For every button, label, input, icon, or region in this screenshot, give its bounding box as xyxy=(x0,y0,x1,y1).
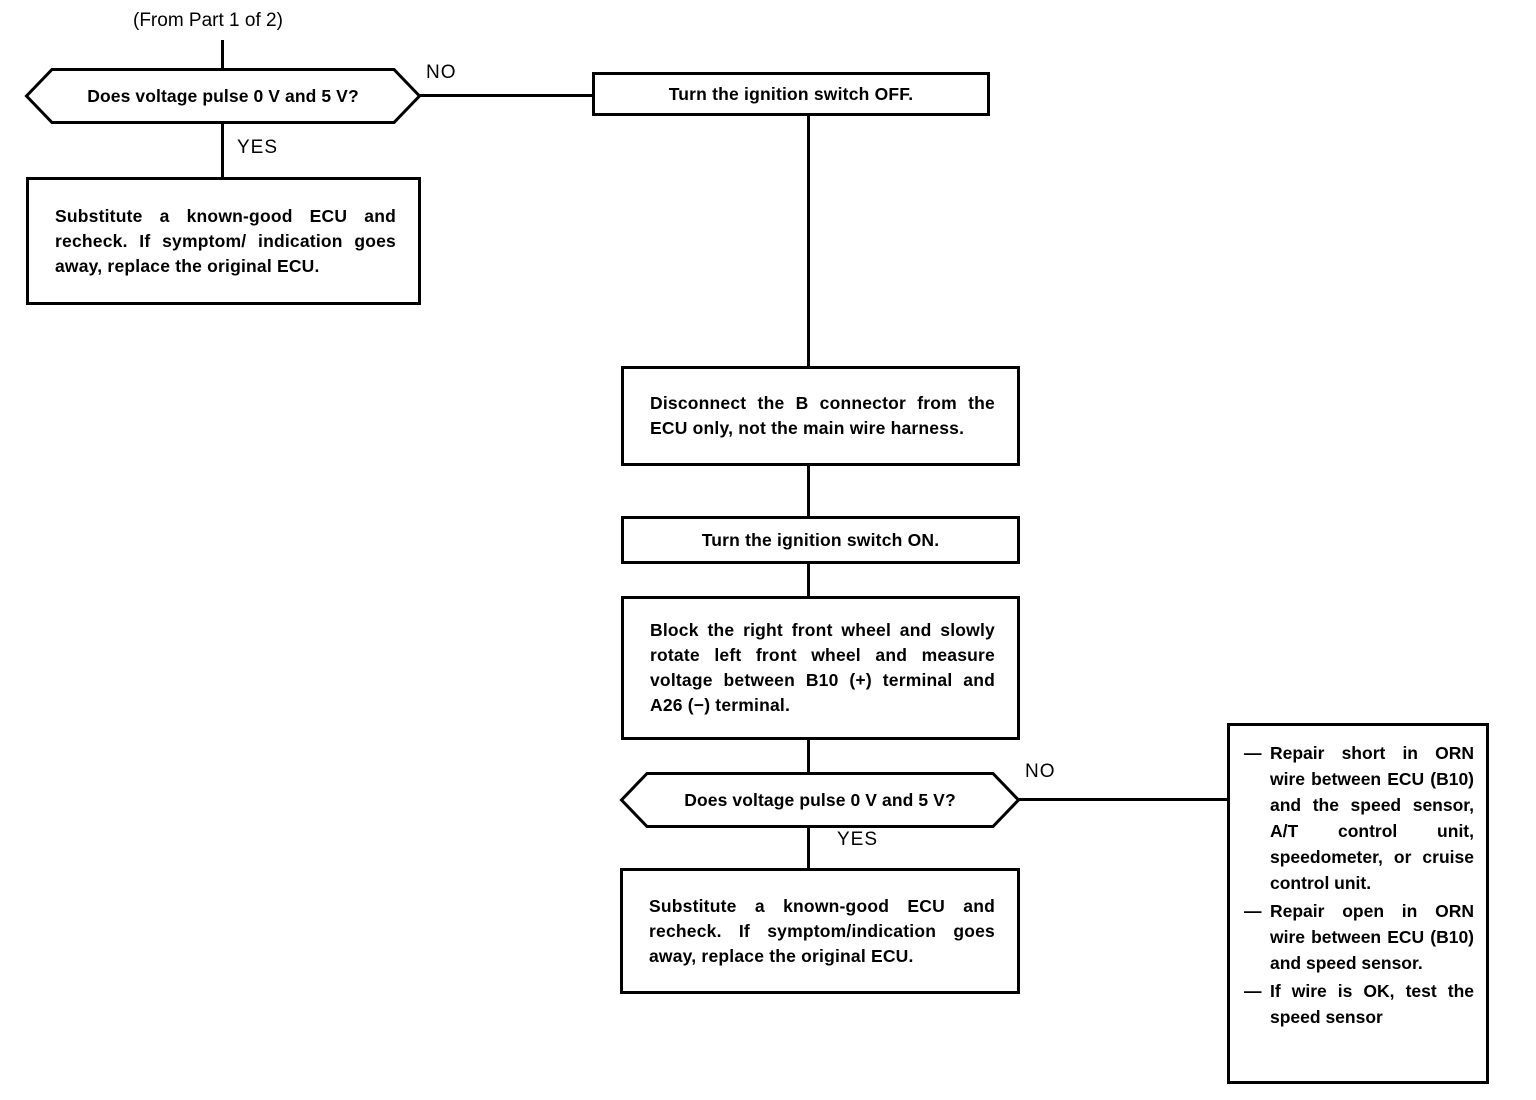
connector-decision2-no xyxy=(1018,798,1232,801)
connector-decision2-yes xyxy=(807,826,810,871)
repair-bullet-1-text: Repair short in ORN wire between ECU (B1… xyxy=(1270,743,1474,893)
box-block-wheel-measure[interactable]: Block the right front wheel and slowly r… xyxy=(621,596,1020,740)
box-ignition-switch-on[interactable]: Turn the ignition switch ON. xyxy=(621,516,1020,564)
repair-bullet-3: — If wire is OK, test the speed sensor xyxy=(1244,978,1474,1030)
box-substitute-ecu-left[interactable]: Substitute a known-good ECU and recheck.… xyxy=(26,177,421,305)
bullet-dash-1: — xyxy=(1244,743,1262,763)
from-part-1-label: (From Part 1 of 2) xyxy=(133,10,283,31)
connector-blockwheel-to-decision2 xyxy=(807,738,810,774)
hexagon-shape-1 xyxy=(25,68,421,124)
connector-ignitionon-to-blockwheel xyxy=(807,562,810,598)
hexagon-shape-2 xyxy=(620,772,1020,828)
repair-bullet-3-text: If wire is OK, test the speed sensor xyxy=(1270,981,1474,1027)
decision-2-no-label: NO xyxy=(1025,761,1056,782)
box-substitute-ecu-bottom[interactable]: Substitute a known-good ECU and recheck.… xyxy=(620,868,1020,994)
decision-2-yes-label: YES xyxy=(837,829,879,850)
repair-bullet-2: — Repair open in ORN wire between ECU (B… xyxy=(1244,898,1474,976)
connector-ignitionoff-to-disconnect xyxy=(807,114,810,367)
box-block-wheel-measure-text: Block the right front wheel and slowly r… xyxy=(650,620,995,715)
box-substitute-ecu-bottom-text: Substitute a known-good ECU and recheck.… xyxy=(649,895,995,966)
decision-1-yes-label: YES xyxy=(237,137,279,158)
decision-1-text: Does voltage pulse 0 V and 5 V? xyxy=(87,85,359,106)
decision-voltage-pulse-1[interactable]: Does voltage pulse 0 V and 5 V? xyxy=(25,68,421,124)
box-repair-instructions[interactable]: — Repair short in ORN wire between ECU (… xyxy=(1227,723,1489,1084)
box-ignition-switch-on-text: Turn the ignition switch ON. xyxy=(701,529,940,550)
box-disconnect-b-connector-text: Disconnect the B connector from the ECU … xyxy=(650,393,995,438)
decision-1-no-label: NO xyxy=(426,62,457,83)
connector-decision1-no xyxy=(420,94,623,97)
box-disconnect-b-connector[interactable]: Disconnect the B connector from the ECU … xyxy=(621,366,1020,466)
repair-bullet-1: — Repair short in ORN wire between ECU (… xyxy=(1244,740,1474,896)
decision-voltage-pulse-2[interactable]: Does voltage pulse 0 V and 5 V? xyxy=(620,772,1020,828)
connector-decision1-yes xyxy=(221,122,224,180)
connector-disconnect-to-ignitionon xyxy=(807,464,810,518)
box-substitute-ecu-left-text: Substitute a known-good ECU and recheck.… xyxy=(55,205,396,276)
bullet-dash-3: — xyxy=(1244,981,1262,1001)
connector-note-to-decision1 xyxy=(221,40,224,70)
box-ignition-switch-off[interactable]: Turn the ignition switch OFF. xyxy=(592,72,990,116)
decision-2-text: Does voltage pulse 0 V and 5 V? xyxy=(684,789,956,810)
bullet-dash-2: — xyxy=(1244,901,1262,921)
box-ignition-switch-off-text: Turn the ignition switch OFF. xyxy=(668,83,914,104)
repair-bullet-2-text: Repair open in ORN wire between ECU (B10… xyxy=(1270,901,1474,973)
